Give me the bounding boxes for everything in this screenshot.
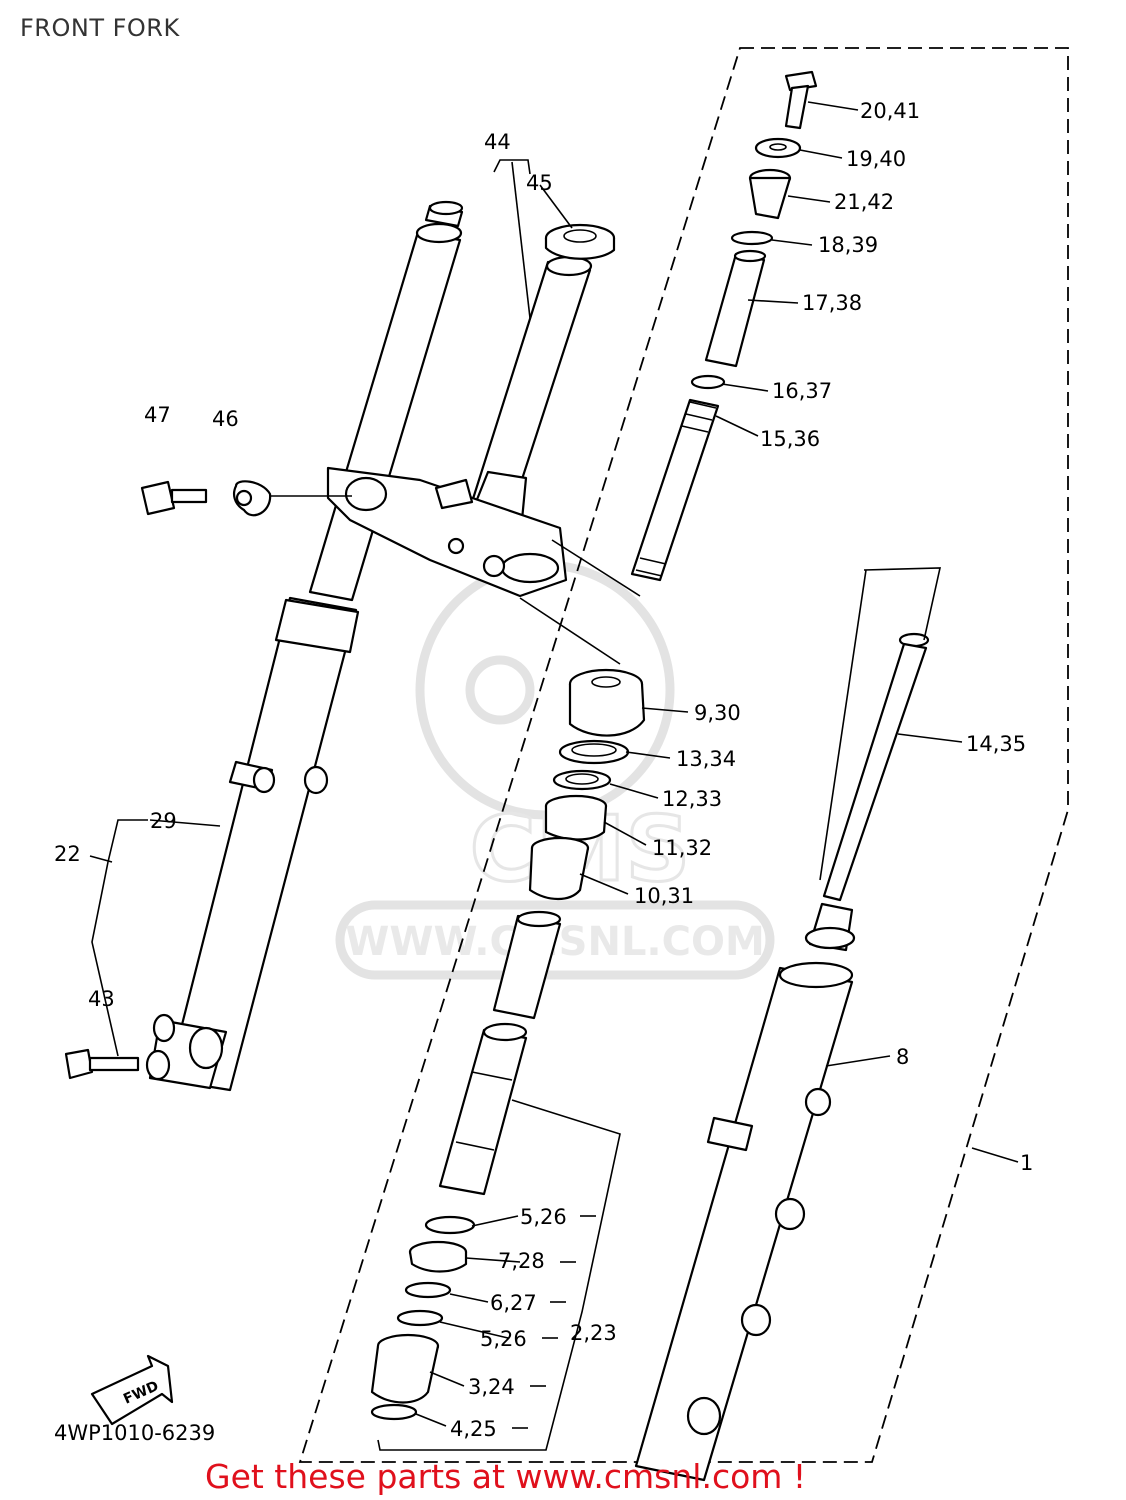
dust-seal-9-30 <box>568 668 646 737</box>
callout-15-36: 15,36 <box>760 427 820 451</box>
washer-45 <box>544 223 616 260</box>
label-ticks <box>512 1215 596 1429</box>
callout-16-37: 16,37 <box>772 379 832 403</box>
callout-13-34: 13,34 <box>676 747 736 771</box>
bolt-20-41 <box>784 70 818 130</box>
callout-6-27: 6,27 <box>490 1291 537 1315</box>
callout-47: 47 <box>144 403 171 427</box>
seal-7-28 <box>408 1240 468 1273</box>
callout-20-41: 20,41 <box>860 99 920 123</box>
clamp-46 <box>233 480 272 517</box>
callout-2-23: 2,23 <box>570 1321 617 1345</box>
callout-7-28: 7,28 <box>498 1249 545 1273</box>
callout-10-31: 10,31 <box>634 884 694 908</box>
o-ring-18-39 <box>730 230 774 246</box>
callout-19-40: 19,40 <box>846 147 906 171</box>
circlip-4-25 <box>370 1403 418 1421</box>
drawing-code: 4WP1010-6239 <box>54 1421 215 1445</box>
spring-15-36 <box>630 398 720 582</box>
outer-tube-8 <box>634 961 854 1482</box>
fwd-arrow-icon: FWD <box>90 1354 174 1426</box>
callout-8: 8 <box>896 1045 909 1069</box>
callout-5-26-lower: 5,26 <box>480 1327 527 1351</box>
spacer-17-38 <box>704 249 767 368</box>
washer-16-37 <box>690 374 726 390</box>
damper-rod-14-35 <box>804 632 930 952</box>
bushing-10-31 <box>528 836 590 901</box>
circlip-13-34 <box>558 739 630 765</box>
page-title: FRONT FORK <box>20 14 180 42</box>
cap-21-42 <box>748 168 792 220</box>
circlip-5-26-upper <box>424 1215 476 1235</box>
callout-18-39: 18,39 <box>818 233 878 257</box>
circlip-5-26-lower <box>396 1309 444 1327</box>
inner-tube-upper <box>492 910 562 1020</box>
washer-6-27 <box>404 1281 452 1299</box>
callout-3-24: 3,24 <box>468 1375 515 1399</box>
bolt-43 <box>64 1048 140 1080</box>
under-bracket <box>326 466 568 598</box>
washer-19-40 <box>754 137 802 159</box>
oil-seal-11-32 <box>544 794 608 841</box>
damper-piston <box>438 1022 528 1196</box>
callout-21-42: 21,42 <box>834 190 894 214</box>
bushing-3-24 <box>370 1333 440 1404</box>
callout-11-32: 11,32 <box>652 836 712 860</box>
callout-9-30: 9,30 <box>694 701 741 725</box>
steering-stem-44 <box>470 255 593 522</box>
callout-46: 46 <box>212 407 239 431</box>
callout-12-33: 12,33 <box>662 787 722 811</box>
callouts: 20,41 19,40 21,42 18,39 17,38 16,37 15,3… <box>54 99 1033 1445</box>
callout-1: 1 <box>1020 1151 1033 1175</box>
callout-17-38: 17,38 <box>802 291 862 315</box>
bolt-47 <box>140 480 208 516</box>
callout-45: 45 <box>526 171 553 195</box>
callout-22: 22 <box>54 842 81 866</box>
leader-lines <box>89 101 1019 1451</box>
washer-12-33 <box>552 769 612 791</box>
callout-4-25: 4,25 <box>450 1417 497 1441</box>
callout-29: 29 <box>150 809 177 833</box>
callout-43: 43 <box>88 987 115 1011</box>
callout-5-26-upper: 5,26 <box>520 1205 567 1229</box>
footer-cta-link[interactable]: Get these parts at www.cmsnl.com ! <box>205 1457 807 1496</box>
callout-44: 44 <box>484 130 511 154</box>
callout-14-35: 14,35 <box>966 732 1026 756</box>
assembly-boundary <box>298 47 1069 1463</box>
